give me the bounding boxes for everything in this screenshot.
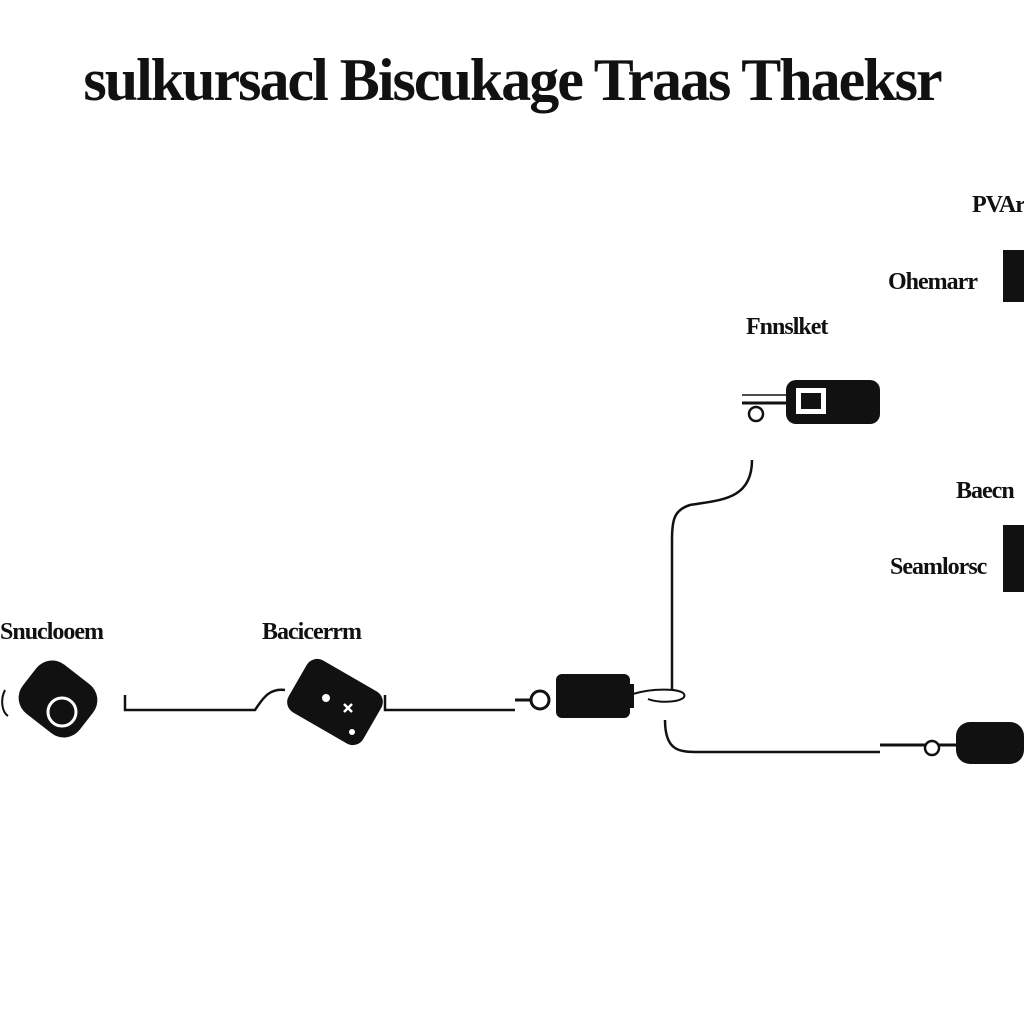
plug-icon [880,722,1024,764]
remote-key-icon [287,658,383,746]
label-baecn: Baecn [956,478,1015,504]
wire-3 [670,459,754,690]
wire-1 [123,688,286,712]
label-top-right: PVAr [972,192,1024,218]
label-snuclooem: Snuclooem [0,619,104,645]
edge-block-2 [1004,525,1024,592]
wire-2 [383,695,515,712]
diagram-title: sulkursacl Biscukage Traas Thaeksr [83,47,942,113]
label-bacicerrm: Bacicerrm [262,619,362,645]
label-fnnslket: Fnnslket [746,314,828,340]
edge-block-1 [1004,250,1024,302]
label-seamlorsc: Seamlorsc [890,554,987,580]
key-fob-icon [742,380,880,424]
remote-key-icon [1,660,98,738]
wire-loop [629,688,686,703]
plug-icon [515,674,634,718]
wire-4 [663,719,880,754]
label-ohemarr: Ohemarr [888,269,978,295]
